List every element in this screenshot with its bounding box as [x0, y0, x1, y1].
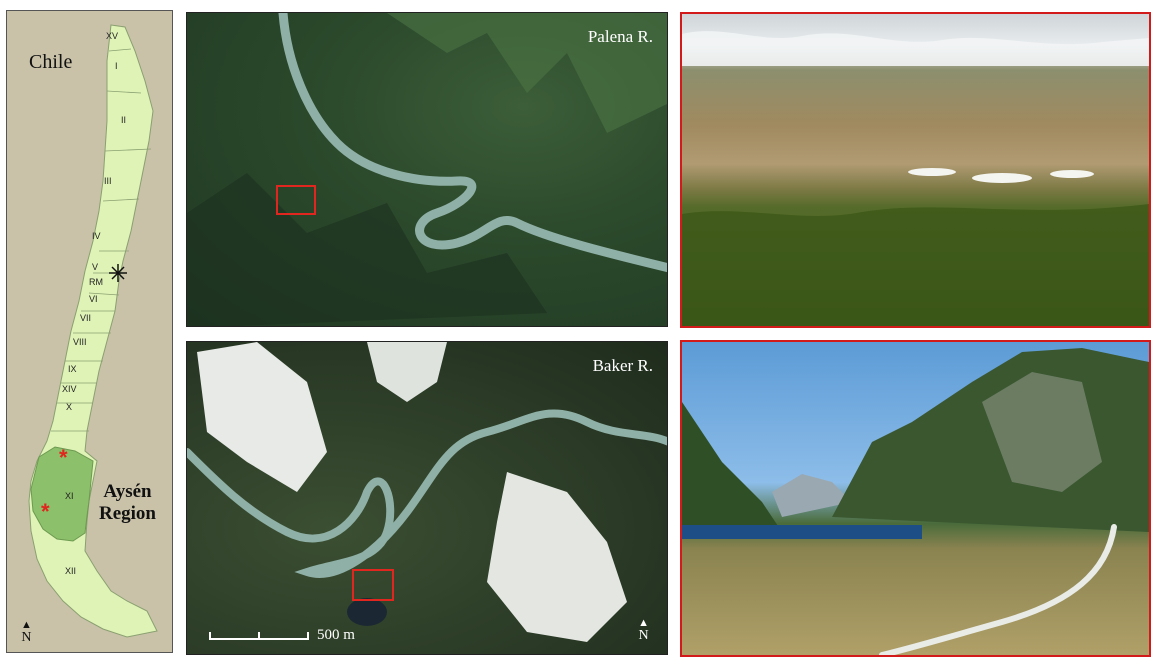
- chile-map-panel: * * Chile XV I II III IV V RM VI VII VII…: [6, 10, 173, 653]
- palena-site-photo: [680, 12, 1151, 328]
- site-marker-baker-asterisk-icon: *: [41, 499, 50, 524]
- north-arrow: ▲ N: [21, 620, 32, 646]
- palena-terrain: [187, 13, 667, 326]
- lake: [347, 598, 387, 626]
- chile-land: [28, 24, 158, 638]
- baker-site-photo: [680, 340, 1151, 657]
- cloud-bank: [682, 31, 1149, 66]
- north-label: N: [21, 630, 32, 645]
- north-label: N: [638, 628, 649, 643]
- forest-canopy: [682, 204, 1149, 326]
- site-marker-palena-asterisk-icon: *: [59, 445, 68, 470]
- region-label: XIV: [62, 384, 77, 394]
- region-label: XII: [65, 566, 77, 576]
- region-label: V: [92, 262, 99, 272]
- mountain-rock-face: [982, 372, 1102, 492]
- mountain-ridge: [387, 13, 667, 133]
- palena-river: [278, 13, 667, 273]
- chile-outline: * *: [28, 24, 158, 638]
- snow-patch: [1050, 170, 1094, 178]
- lake: [682, 525, 922, 539]
- snow-mountain: [197, 342, 327, 492]
- snow-mountain: [487, 472, 627, 642]
- north-arrow-icon: ▲: [638, 617, 649, 629]
- mountain-ridge: [187, 173, 547, 326]
- region-label: XV: [106, 31, 119, 41]
- right-mountain: [832, 348, 1149, 532]
- region-label: III: [104, 176, 112, 186]
- study-site-box: [276, 185, 316, 215]
- snow-mountain: [367, 342, 447, 402]
- river-label: Palena R.: [587, 27, 653, 46]
- scale-bar-label: 500 m: [317, 627, 355, 643]
- region-label: VIII: [73, 337, 87, 347]
- scale-bar-line: [209, 631, 309, 640]
- capital-star-icon: [109, 264, 127, 282]
- baker-terrain: [187, 342, 667, 642]
- region-label: RM: [89, 277, 103, 287]
- baker-river: [187, 409, 667, 578]
- region-label: VII: [80, 313, 92, 323]
- region-label: IX: [68, 364, 77, 374]
- region-borders: [51, 48, 152, 432]
- region-label: X: [66, 402, 73, 412]
- region-label: VI: [89, 294, 98, 304]
- region-label: II: [121, 115, 127, 125]
- region-label: XI: [65, 491, 74, 501]
- snow-patch: [972, 173, 1032, 183]
- palena-photo-scene: [682, 31, 1149, 326]
- north-arrow: ▲ N: [638, 618, 649, 644]
- scale-bar: 500 m: [209, 627, 355, 644]
- snow-patch: [908, 168, 956, 176]
- region-label: I: [115, 61, 118, 71]
- aysen-region: [30, 446, 94, 542]
- study-site-box: [352, 569, 394, 601]
- distant-peak: [772, 474, 852, 517]
- aysen-region-word: Region: [99, 503, 156, 524]
- country-label: Chile: [29, 51, 73, 73]
- north-arrow-icon: ▲: [21, 619, 32, 631]
- baker-photo-scene: [682, 348, 1149, 655]
- aysen-name: Aysén: [103, 481, 152, 502]
- region-label: IV: [92, 231, 101, 241]
- boardwalk-path: [879, 524, 1117, 655]
- river-label: Baker R.: [592, 356, 653, 375]
- aysen-region-label: Aysén Region: [99, 481, 156, 525]
- palena-aerial-image: Palena R.: [186, 12, 668, 327]
- left-mountain: [682, 402, 782, 537]
- baker-aerial-image: Baker R. 500 m ▲ N: [186, 341, 668, 655]
